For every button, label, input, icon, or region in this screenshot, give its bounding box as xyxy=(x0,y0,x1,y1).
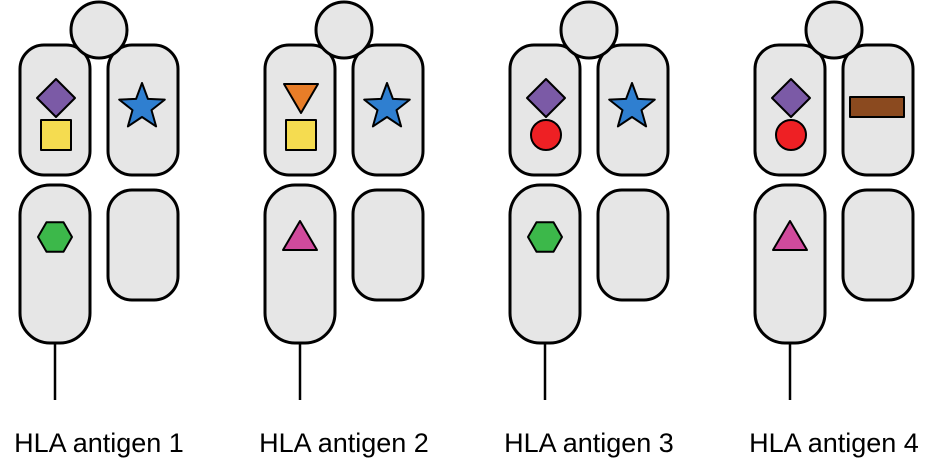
blue-star-icon xyxy=(118,82,166,128)
lower-left-domain xyxy=(753,183,827,345)
lower-left-domain xyxy=(18,183,92,345)
lower-right-domain xyxy=(106,188,180,302)
purple-diamond-icon xyxy=(771,78,811,118)
hla-antigen-2: HLA antigen 2 xyxy=(259,0,429,458)
lower-right-domain xyxy=(351,188,425,302)
antigen-label: HLA antigen 3 xyxy=(504,428,674,458)
hla-antigen-1: HLA antigen 1 xyxy=(14,0,184,458)
top-circle-domain xyxy=(314,0,374,60)
blue-star-icon xyxy=(363,82,411,128)
lower-left-domain xyxy=(508,183,582,345)
green-hexagon-icon xyxy=(527,221,563,253)
top-circle-domain xyxy=(69,0,129,60)
green-hexagon-icon xyxy=(37,221,73,253)
magenta-triangle-icon xyxy=(282,220,318,251)
antigen-label: HLA antigen 4 xyxy=(749,428,919,458)
antigen-label: HLA antigen 1 xyxy=(14,428,184,458)
purple-diamond-icon xyxy=(526,78,566,118)
red-circle-icon xyxy=(775,119,807,151)
purple-diamond-icon xyxy=(36,78,76,118)
top-circle-domain xyxy=(804,0,864,60)
lower-right-domain xyxy=(841,188,915,302)
red-circle-icon xyxy=(530,119,562,151)
lower-left-domain xyxy=(263,183,337,345)
top-circle-domain xyxy=(559,0,619,60)
hla-antigen-3: HLA antigen 3 xyxy=(504,0,674,458)
yellow-square-icon xyxy=(285,119,317,151)
hla-antigen-4: HLA antigen 4 xyxy=(749,0,919,458)
brown-bar-icon xyxy=(849,96,905,118)
blue-star-icon xyxy=(608,82,656,128)
lower-right-domain xyxy=(596,188,670,302)
yellow-square-icon xyxy=(40,119,72,151)
antigen-label: HLA antigen 2 xyxy=(259,428,429,458)
orange-triangle-down-icon xyxy=(283,83,319,114)
magenta-triangle-icon xyxy=(772,220,808,251)
